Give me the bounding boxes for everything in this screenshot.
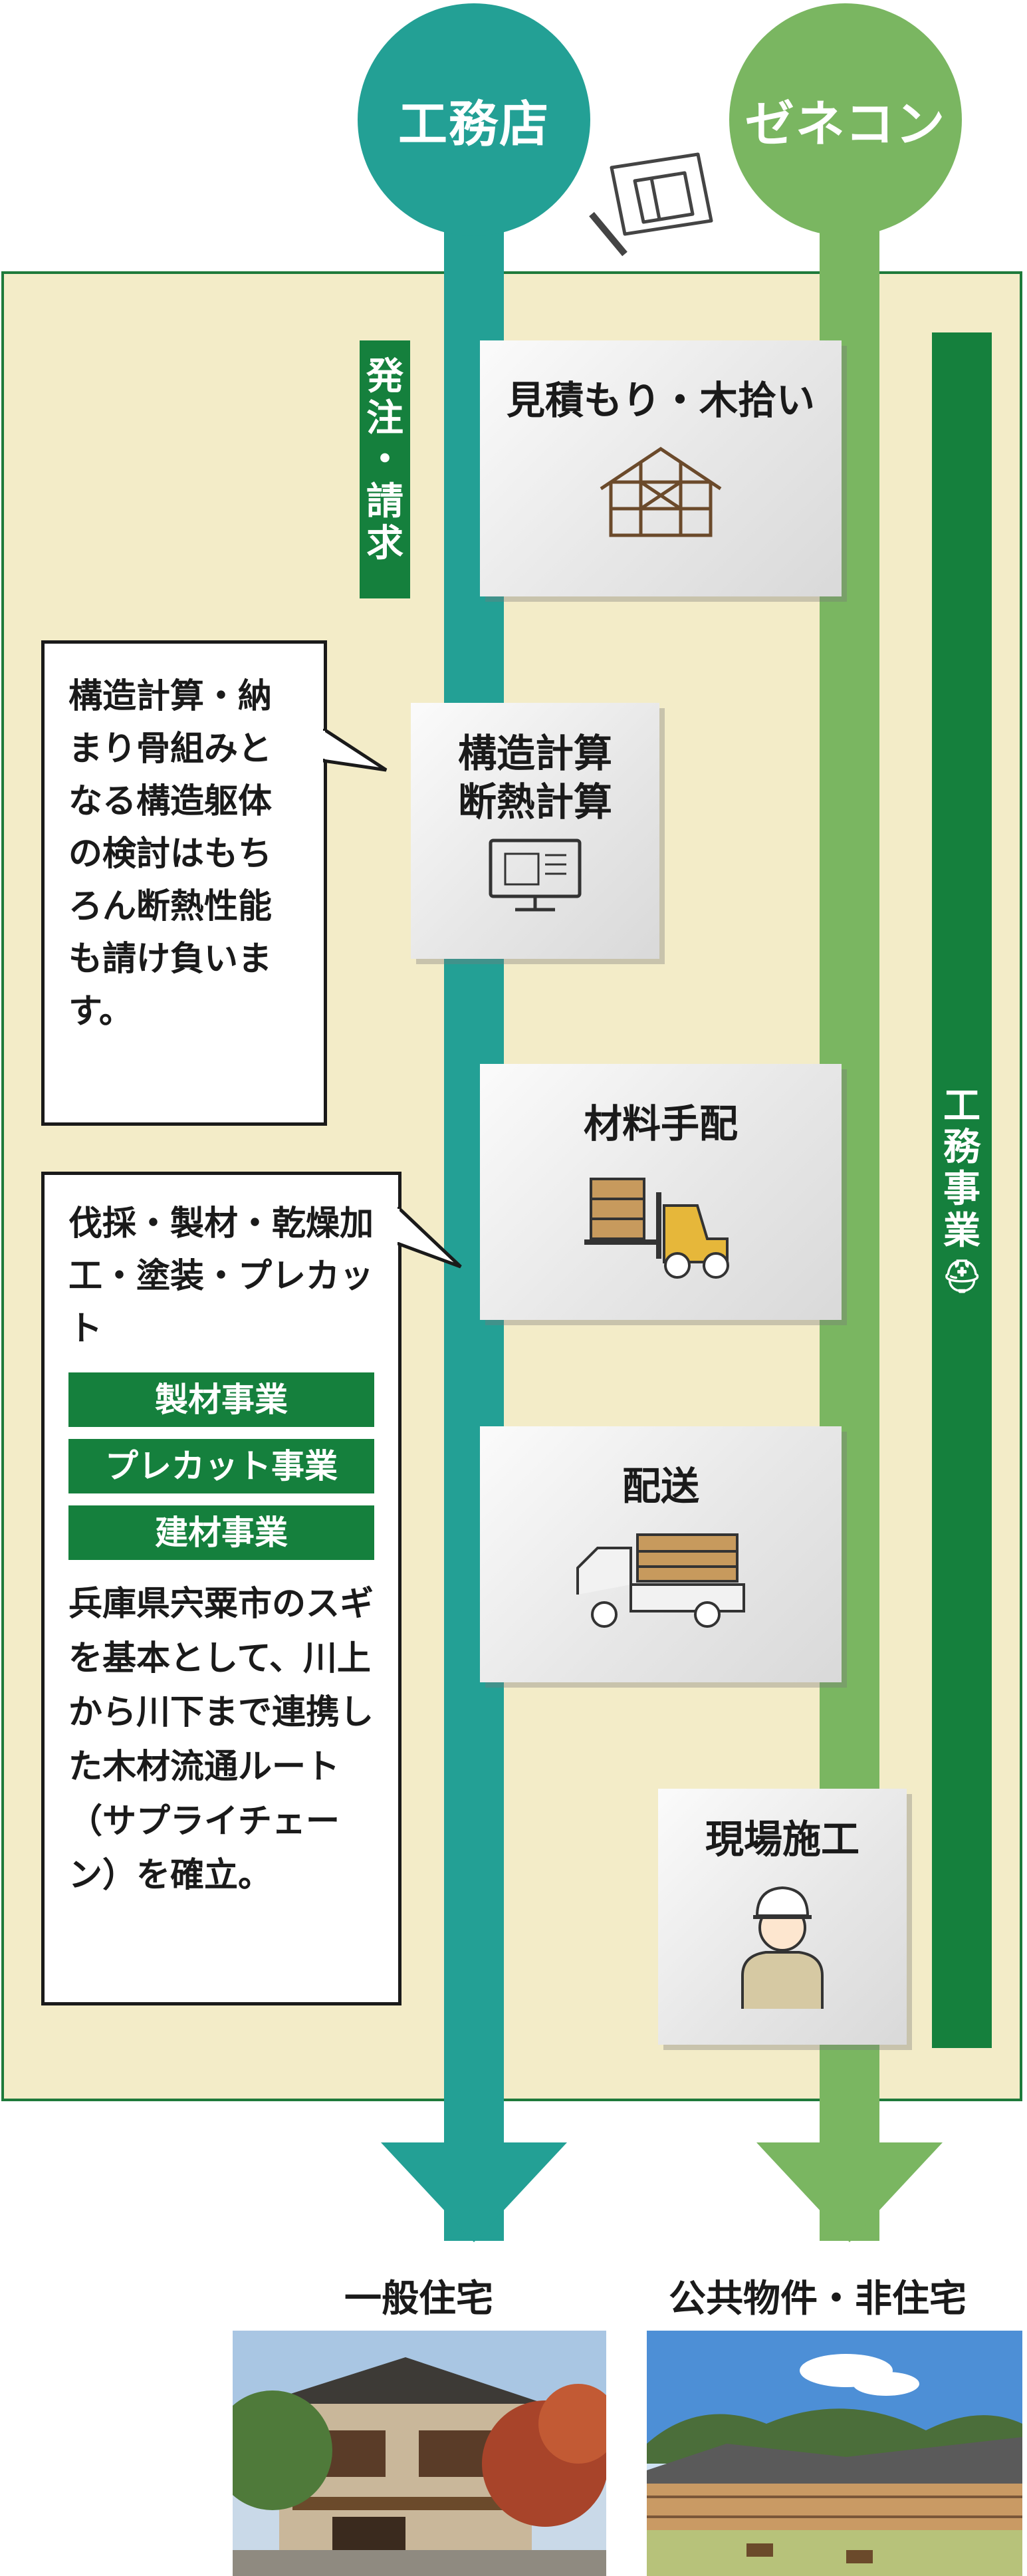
tag-building-materials-business: 建材事業 [68, 1505, 374, 1561]
construction-business-label: 工務事業 ⛑ [932, 332, 992, 2048]
construction-business-char: 業 [943, 1209, 980, 1253]
tag-lumber-business: 製材事業 [68, 1372, 374, 1428]
supply-callout: 伐採・製材・乾燥加工・塗装・プレカット 製材事業 プレカット事業 建材事業 兵庫… [41, 1172, 401, 2005]
structure-callout-text: 構造計算・納まり骨組みとなる構造躯体の検討はもちろん断熱性能も請け負います。 [68, 677, 273, 1032]
blueprint-icon [589, 152, 713, 257]
tag-precut-business: プレカット事業 [68, 1439, 374, 1494]
right-arrow-head [756, 2142, 943, 2242]
structure-callout: 構造計算・納まり骨組みとなる構造躯体の検討はもちろん断熱性能も請け負います。 [41, 640, 327, 1126]
forklift-icon [584, 1177, 729, 1279]
builder-label: 工務店 [398, 95, 550, 153]
step-card-calculation: 構造計算 断熱計算 [411, 703, 659, 959]
truck-icon [576, 1533, 745, 1628]
step-title: 見積もり・木拾い [506, 378, 815, 423]
supply-callout-pointer [398, 1207, 462, 1269]
general-contractor-label: ゼネコン [744, 95, 947, 153]
order-billing-char: ・ [366, 438, 403, 482]
cad-monitor-icon [489, 838, 582, 912]
order-billing-label: 発注・請求 [360, 340, 410, 598]
step-title: 現場施工 [705, 1817, 859, 1862]
step-card-onsite: 現場施工 [658, 1789, 907, 2045]
destination-public-label: 公共物件・非住宅 [669, 2277, 967, 2321]
structure-callout-pointer [323, 729, 388, 772]
order-billing-char: 請 [366, 480, 403, 524]
construction-business-char: 事 [943, 1168, 980, 1212]
construction-business-char: 工 [943, 1084, 980, 1128]
order-billing-char: 発 [366, 355, 403, 398]
general-contractor-circle: ゼネコン [729, 3, 962, 236]
step-card-estimate: 見積もり・木拾い [480, 340, 842, 596]
destination-residential-label: 一般住宅 [344, 2277, 493, 2321]
residential-house-photo [233, 2331, 606, 2576]
house-frame-icon [600, 446, 722, 537]
step-title: 構造計算 断熱計算 [457, 731, 612, 825]
step-card-delivery: 配送 [480, 1426, 842, 1682]
step-title: 配送 [622, 1464, 699, 1509]
helmet-icon: ⛑ [941, 1257, 982, 1295]
order-billing-char: 求 [366, 521, 403, 565]
worker-icon [741, 1886, 824, 2009]
construction-business-char: 務 [943, 1126, 980, 1170]
order-billing-char: 注 [366, 396, 403, 440]
step-title: 材料手配 [583, 1101, 738, 1146]
supply-callout-body: 兵庫県宍粟市のスギを基本として、川上から川下まで連携した木材流通ルート（サプライ… [68, 1585, 374, 1896]
builder-circle: 工務店 [358, 3, 590, 236]
left-arrow-head [381, 2142, 567, 2242]
public-building-photo [647, 2331, 1022, 2576]
supply-callout-header: 伐採・製材・乾燥加工・塗装・プレカット [68, 1204, 374, 1349]
step-card-materials: 材料手配 [480, 1064, 842, 1320]
